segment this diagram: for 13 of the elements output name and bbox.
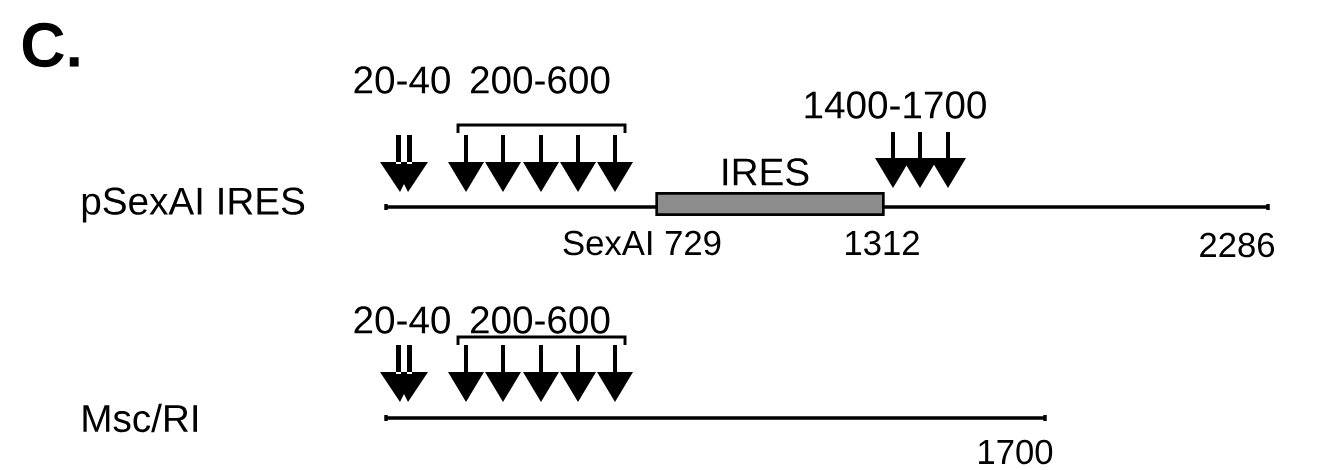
length-label: 1700 (979, 439, 1053, 465)
position-label: 200-600 (471, 66, 610, 94)
site-label: SexAI 729 (563, 230, 721, 256)
position-label: 20-40 (354, 306, 450, 334)
box-label: IRES (723, 158, 809, 186)
length-label: 2286 (1200, 232, 1274, 258)
position-label: 200-600 (471, 306, 610, 334)
construct-name: Msc/RI (83, 403, 197, 433)
position-label: 1312 (846, 230, 919, 256)
construct-name: pSexAI IRES (82, 187, 305, 223)
position-label: 1400-1700 (805, 91, 986, 119)
position-label: 20-40 (354, 66, 450, 94)
panel-label: C. (22, 22, 79, 68)
